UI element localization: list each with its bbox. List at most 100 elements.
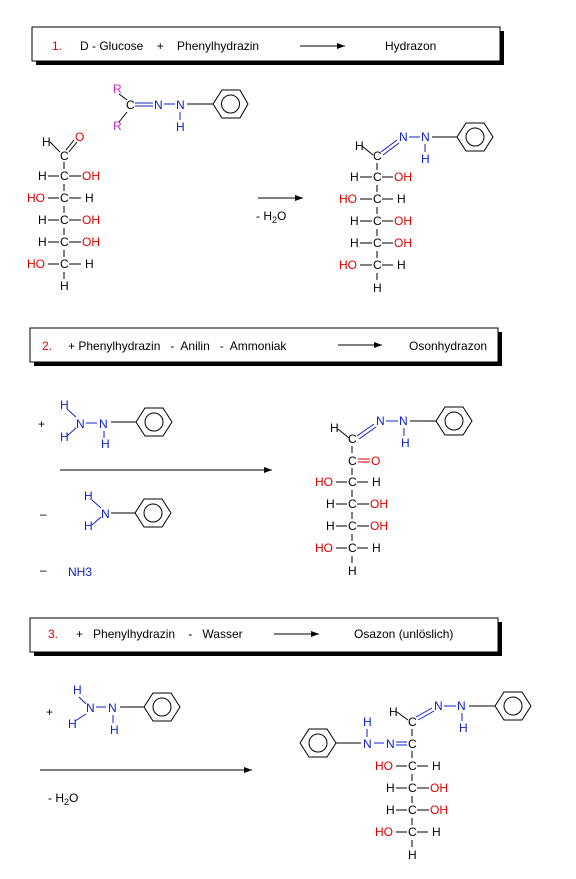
svg-text:N: N [101,507,110,521]
svg-text:N: N [399,130,408,144]
benzene-ring-icon [134,498,172,528]
svg-text:HO: HO [339,258,357,272]
svg-text:OH: OH [430,803,448,817]
svg-text:C: C [408,825,417,839]
water-byproduct: - H2O [48,791,78,807]
svg-text:H: H [372,541,381,555]
svg-text:H: H [432,759,441,773]
svg-text:H: H [389,705,398,719]
svg-text:OH: OH [394,214,412,228]
svg-text:C: C [408,715,417,729]
svg-text:H: H [397,192,406,206]
svg-text:OH: OH [82,235,100,249]
osonhydrazon-structure: H C N N H C O HO C H H C OH H C OH [315,406,473,578]
phenylhydrazine-reagent-3: + H H N N H [46,683,181,737]
svg-text:H: H [421,152,430,166]
benzene-ring-icon [143,692,181,722]
svg-text:OH: OH [370,497,388,511]
step1-reaction-arrow: - H2O [256,195,303,225]
svg-text:H: H [432,825,441,839]
svg-text:H: H [350,170,359,184]
step1-header: 1. D - Glucose + Phenylhydrazin Hydrazon [31,26,504,65]
svg-text:C: C [348,475,357,489]
step3-product: Osazon (unlöslich) [354,627,453,641]
step3-number: 3. [48,627,58,641]
svg-text:H: H [330,421,339,435]
d-glucose-structure: H C O H C OH HO C H H C OH H C OH HO C H [27,130,100,293]
benzene-ring-icon [135,407,173,437]
svg-text:C: C [373,192,382,206]
hydrazon-structure: H C N N H H C OH HO C H H C OH H C O [339,122,494,295]
svg-text:H: H [386,781,395,795]
benzene-ring-icon [494,691,532,721]
svg-text:+: + [46,705,53,719]
reagent-n2: N [176,98,185,112]
svg-text:C: C [348,454,357,468]
svg-text:H: H [326,519,335,533]
svg-text:–: – [40,563,47,577]
svg-text:C: C [373,170,382,184]
svg-text:C: C [60,235,69,249]
svg-text:H: H [84,519,93,533]
svg-text:H: H [459,721,468,735]
svg-text:H: H [397,258,406,272]
reagent-nh-h: H [176,120,185,134]
svg-text:N: N [76,417,85,431]
svg-text:H: H [60,279,69,293]
svg-text:N: N [376,414,385,428]
minus-water-label: - H2O [256,209,286,225]
svg-text:C: C [60,149,69,163]
svg-text:H: H [42,135,51,149]
svg-text:C: C [373,214,382,228]
svg-text:H: H [38,213,47,227]
svg-text:N: N [99,417,108,431]
svg-text:OH: OH [370,519,388,533]
svg-text:C: C [373,258,382,272]
svg-text:H: H [85,257,94,271]
reagent-carbon: C [126,98,135,112]
svg-text:H: H [350,214,359,228]
phenylhydrazine-reagent-2: + H H N N H [38,398,173,451]
svg-text:H: H [85,191,94,205]
svg-text:HO: HO [27,257,45,271]
svg-text:OH: OH [82,169,100,183]
svg-text:C: C [348,519,357,533]
svg-text:H: H [60,430,69,444]
svg-text:C: C [408,781,417,795]
svg-text:OH: OH [82,213,100,227]
step1-product: Hydrazon [385,39,436,53]
svg-text:O: O [371,454,380,468]
r-group-top: R [113,82,122,96]
svg-text:N: N [363,737,372,751]
minus-water-label-3: - H2O [48,791,78,807]
hydrazone-reagent: R R C N N H [113,82,249,134]
benzene-ring-icon [212,89,249,119]
svg-text:OH: OH [394,170,412,184]
svg-text:C: C [408,759,417,773]
svg-text:C: C [60,191,69,205]
svg-text:C: C [60,213,69,227]
svg-text:H: H [348,564,357,578]
svg-text:H: H [386,803,395,817]
svg-text:HO: HO [315,475,333,489]
step1-number: 1. [52,39,62,53]
step2-product: Osonhydrazon [409,339,487,353]
svg-text:OH: OH [394,236,412,250]
svg-text:N: N [86,701,95,715]
svg-text:H: H [372,475,381,489]
step2-text: + Phenylhydrazin - Anilin - Ammoniak [68,339,287,353]
svg-text:H: H [408,848,417,862]
step2-header: 2. + Phenylhydrazin - Anilin - Ammoniak … [29,327,502,366]
ammonia-byproduct: – NH3 [40,563,92,579]
svg-text:H: H [60,398,69,412]
svg-text:H: H [326,497,335,511]
svg-text:C: C [348,432,357,446]
svg-text:HO: HO [375,759,393,773]
svg-text:C: C [348,497,357,511]
benzene-ring-icon [435,406,473,436]
svg-text:H: H [38,235,47,249]
svg-text:–: – [40,507,47,521]
svg-text:H: H [110,723,119,737]
svg-text:N: N [399,414,408,428]
